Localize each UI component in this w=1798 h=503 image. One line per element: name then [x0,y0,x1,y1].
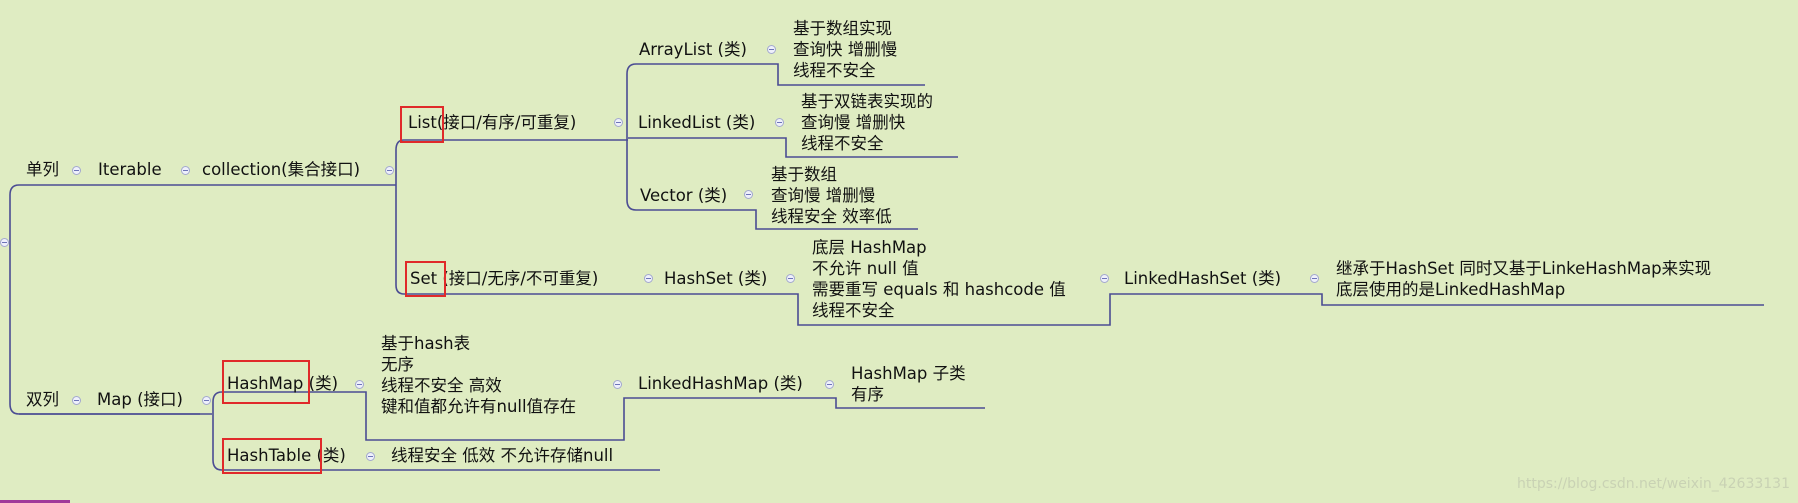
map-children-branch [212,391,223,471]
collapse-toggle-arraylist[interactable] [767,45,776,54]
corner-accent [0,500,70,503]
node-hashmap[interactable]: HashMap (类) [227,374,339,393]
hashset-desc-1: 不允许 null 值 [812,259,919,278]
collapse-toggle-set[interactable] [644,274,653,283]
root-branch [9,184,200,415]
node-linkedlist[interactable]: LinkedList (类) [638,113,756,132]
node-shuanglie[interactable]: 双列 [26,390,59,409]
linkedhashset-desc-0: 继承于HashSet 同时又基于LinkeHashMap来实现 [1336,259,1712,278]
vector-desc-0: 基于数组 [771,165,837,184]
hashmap-desc-2: 线程不安全 高效 [381,376,502,395]
collapse-toggle-linkedhashmap[interactable] [825,380,834,389]
node-linkedhashset[interactable]: LinkedHashSet (类) [1124,269,1282,288]
collapse-toggle-iterable[interactable] [181,166,190,175]
collapse-toggle-hashset[interactable] [786,274,795,283]
collapse-toggle-vector[interactable] [744,190,753,199]
hashset-desc-2: 需要重写 equals 和 hashcode 值 [812,280,1066,299]
collapse-toggle-danlie[interactable] [72,166,81,175]
linkedhashmap-desc-0: HashMap 子类 [851,364,966,383]
highlight-list [400,106,444,143]
hashmap-desc-1: 无序 [381,355,414,374]
collapse-toggle-linkedhashset[interactable] [1310,274,1319,283]
hashmap-desc-3: 键和值都允许有null值存在 [381,397,577,416]
hashset-desc-3: 线程不安全 [812,301,895,320]
collapse-toggle-linkedlist[interactable] [775,118,784,127]
node-iterable[interactable]: Iterable [98,160,162,179]
watermark: https://blog.csdn.net/weixin_42633131 [1516,476,1790,492]
node-hashtable[interactable]: HashTable (类) [227,446,346,465]
linkedlist-desc-1: 查询慢 增删快 [801,113,906,132]
list-children-branch [626,63,637,211]
node-collection[interactable]: collection(集合接口) [202,160,361,179]
vector-desc-1: 查询慢 增删慢 [771,186,876,205]
set-underline [404,293,1764,326]
hashset-desc-0: 底层 HashMap [812,238,927,257]
collapse-toggle-hashtable[interactable] [366,452,375,461]
collapse-toggle-root[interactable] [0,238,9,247]
collection-branch [395,139,405,295]
collapse-toggle-hashmap[interactable] [355,380,364,389]
node-arraylist[interactable]: ArrayList (类) [639,40,747,59]
node-linkedhashmap[interactable]: LinkedHashMap (类) [638,374,803,393]
hashmap-desc-0: 基于hash表 [381,334,471,353]
collapse-toggle-hashset-desc[interactable] [1100,274,1109,283]
highlight-hashtable [222,438,322,474]
collapse-toggle-collection[interactable] [385,166,394,175]
hashtable-desc: 线程安全 低效 不允许存储null [391,446,614,465]
arraylist-desc-2: 线程不安全 [793,61,876,80]
linkedhashmap-desc-1: 有序 [851,385,884,404]
node-list[interactable]: List(接口/有序/可重复) [408,113,577,132]
arraylist-desc-0: 基于数组实现 [793,19,892,38]
node-set[interactable]: Set (接口/无序/不可重复) [410,269,599,288]
node-vector[interactable]: Vector (类) [640,186,728,205]
linkedhashset-desc-1: 底层使用的是LinkedHashMap [1336,280,1566,299]
node-danlie[interactable]: 单列 [26,160,59,179]
vector-desc-2: 线程安全 效率低 [771,207,892,226]
highlight-hashmap [222,360,310,404]
node-map[interactable]: Map (接口) [97,390,183,409]
linkedlist-desc-0: 基于双链表实现的 [801,92,933,111]
collapse-toggle-hashmap-desc[interactable] [613,380,622,389]
collapse-toggle-map[interactable] [202,396,211,405]
linkedlist-desc-2: 线程不安全 [801,134,884,153]
arraylist-desc-1: 查询快 增删慢 [793,40,898,59]
collapse-toggle-shuanglie[interactable] [72,396,81,405]
collapse-toggle-list[interactable] [614,118,623,127]
node-hashset[interactable]: HashSet (类) [664,269,768,288]
highlight-set [405,261,446,297]
